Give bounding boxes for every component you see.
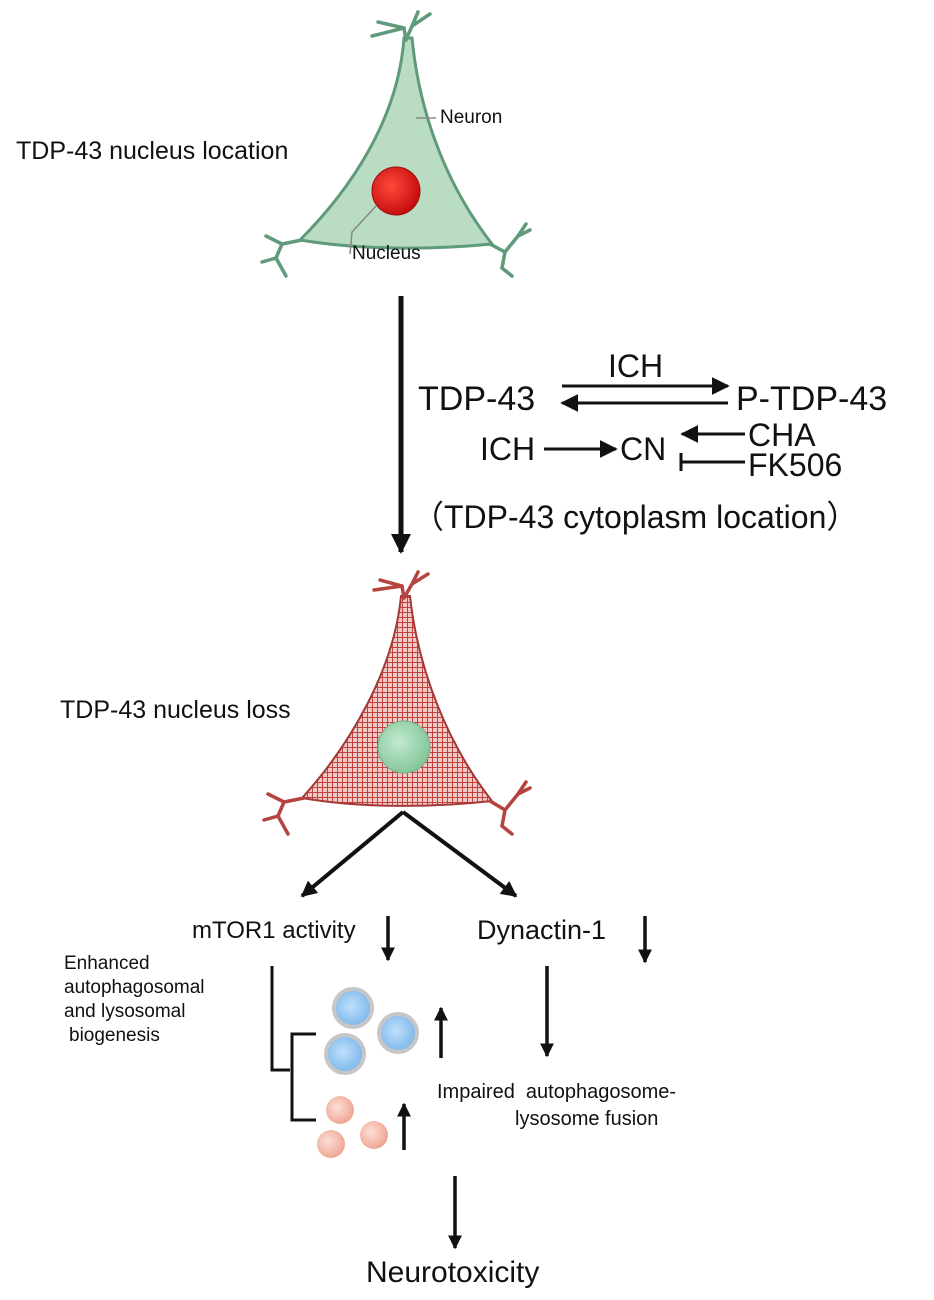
impaired-line: Impaired autophagosome- [437,1081,677,1103]
neuron-bottom [262,570,532,836]
label-tdp43: TDP-43 [418,380,535,418]
label-ptdp43: P-TDP-43 [736,380,887,418]
label-state-bottom: TDP-43 nucleus loss [60,696,291,724]
bracket-main [270,966,290,1072]
label-ich-top: ICH [608,348,663,384]
enhanced-line: Enhanced [64,953,150,974]
dendrite-right [488,222,532,278]
nucleus-green [377,720,431,774]
nucleus-leader-line [349,205,377,255]
arrow-to-mtor [300,810,405,898]
label-cytoplasm-location: （TDP-43 cytoplasm location） [412,499,858,535]
dendrite-bottom-right [488,780,532,836]
label-nucleus: Nucleus [352,243,421,264]
label-neuron: Neuron [440,107,503,128]
label-ich-left: ICH [480,431,535,467]
autophagosome [377,1012,419,1054]
label-mtor: mTOR1 activity [192,917,356,944]
neuron-top-body [296,36,495,250]
autophagosome [324,1033,366,1075]
reaction-scheme: TDP-43 ICH P-TDP-43 ICH CN CHA FK506 （TD… [412,348,887,535]
enhanced-line: biogenesis [69,1025,160,1046]
label-neurotoxicity: Neurotoxicity [366,1256,540,1289]
bracket-fork [290,1032,316,1122]
neuron-top [260,10,532,278]
impaired-line: lysosome fusion [515,1108,659,1130]
enhanced-line: and lysosomal [64,1001,186,1022]
lysosome [326,1096,354,1124]
arrow-to-dynactin [401,810,518,898]
dendrite-bottom-top [372,570,430,600]
neuron-bottom-body [300,595,494,807]
enhanced-line: autophagosomal [64,977,205,998]
label-cn: CN [620,431,666,467]
lysosome [317,1130,345,1158]
label-fk506: FK506 [748,447,842,483]
label-enhanced-biogenesis: Enhanced autophagosomal and lysosomal bi… [64,952,205,1048]
dendrite-left [260,234,304,278]
label-cha: CHA [748,417,816,453]
dendrite-top [370,10,432,42]
lysosome-vesicles [317,1096,388,1158]
autophagosome [332,987,374,1029]
label-state-top: TDP-43 nucleus location [16,137,289,165]
lysosome [360,1121,388,1149]
label-impaired-fusion: Impaired autophagosome- lysosome fusion [437,1079,676,1133]
autophagosome-vesicles [324,987,419,1075]
dendrite-bottom-left [262,792,306,836]
label-dynactin: Dynactin-1 [477,915,607,945]
nucleus-red [371,166,421,216]
